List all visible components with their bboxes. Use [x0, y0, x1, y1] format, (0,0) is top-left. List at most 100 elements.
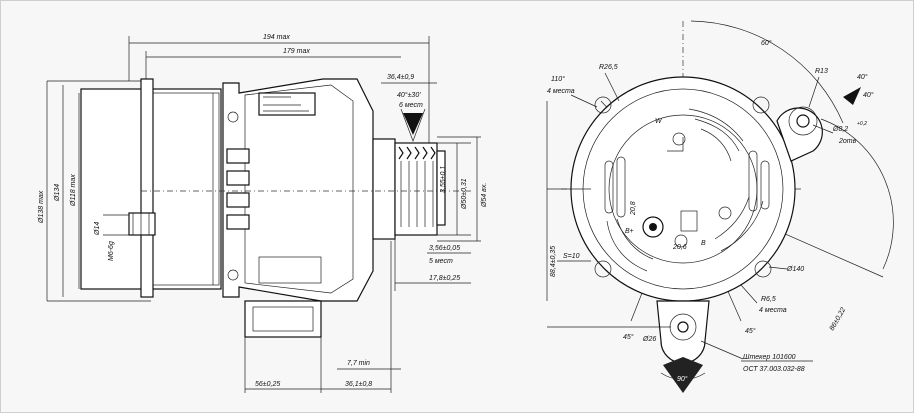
dim-14: Ø14 [94, 222, 101, 236]
fin-set [714, 196, 764, 252]
side-view: 194 max 179 max Ø138 max Ø134 Ø118 max [38, 34, 488, 393]
angle-90-marker [663, 357, 703, 393]
mount-foot-inner [252, 306, 314, 332]
slot [748, 150, 758, 212]
dim-pitch: 3,55±0,1 [440, 166, 447, 193]
dim-179: 179 max [283, 48, 310, 55]
dim-angle-40a: 40° [857, 73, 868, 81]
label-b: В [701, 240, 706, 247]
dim-7-7: 7,7 min [347, 360, 370, 367]
bolt [718, 206, 732, 220]
boss [258, 92, 316, 116]
mount-hole-bottom [677, 321, 689, 333]
plug-label: Штекер 101600 [743, 354, 796, 361]
lower-boss [258, 256, 322, 284]
dim-138: Ø138 max [38, 190, 45, 224]
leader [768, 266, 788, 270]
label-b-plus: В+ [625, 228, 634, 235]
dim-angle-60: 60° [761, 39, 772, 47]
dim-140: Ø140 [786, 266, 804, 273]
dim-134: Ø134 [54, 184, 61, 202]
dim-thread: M6-6g [108, 241, 115, 261]
pulley-nut [436, 150, 446, 226]
fin-set [606, 218, 654, 272]
screw-boss [754, 260, 772, 278]
groove-angle-lines [400, 108, 426, 142]
dim-20-8: 20,8 [630, 201, 637, 216]
boss-lines [263, 96, 309, 112]
vent-slot [226, 214, 250, 230]
dim-88: 88,4±0,35 [550, 246, 557, 277]
dim-118: Ø118 max [70, 174, 77, 207]
dim-50: Ø50±0,31 [461, 178, 468, 210]
dim-groove-pitch: 3,56±0,05 [429, 245, 460, 252]
front-cover-rim [140, 78, 154, 298]
fin-set [688, 108, 744, 162]
dim-groove-angle: 40°±30' [397, 91, 421, 99]
mount-foot [244, 300, 322, 338]
pulley-rib-lines [400, 161, 434, 227]
hub [372, 138, 396, 240]
angle-marker [843, 87, 861, 105]
terminal-thread [132, 213, 150, 235]
slot [616, 156, 626, 218]
dim-angle-90: 90° [677, 375, 688, 383]
terminal-b-plus-stud [649, 223, 657, 231]
leader [812, 124, 834, 134]
vent-slot [226, 170, 250, 186]
dim-angle-40b: 40° [863, 91, 874, 99]
dim-r6-5: R6,5 [761, 296, 776, 303]
dim-86: 86±0,22 [829, 307, 848, 332]
terminal-block [128, 212, 156, 236]
plug-std: ОСТ 37.003.032-88 [743, 366, 805, 373]
screw-head [227, 269, 239, 281]
screw-head [227, 111, 239, 123]
dim-angle-45b: 45° [745, 327, 756, 335]
vent-slot [226, 192, 250, 208]
rear-cover-inner [244, 84, 354, 294]
dim-places-4b: 4 места [759, 307, 787, 314]
arc-60 [690, 20, 844, 124]
dim-angle-45a: 45° [623, 333, 634, 341]
screw-boss [594, 260, 612, 278]
dim-54: Ø54 вх. [481, 183, 488, 208]
terminal-w [667, 137, 684, 152]
arc-86 [820, 118, 894, 270]
dim-r26-5: R26,5 [599, 64, 618, 71]
leader [808, 76, 820, 108]
mount-hole [796, 114, 810, 128]
dim-bore-count: 2отв [838, 138, 857, 145]
bolt [674, 234, 688, 248]
housing-outer [570, 76, 796, 302]
pulley-grooves [398, 146, 436, 160]
groove-angle-mark [403, 113, 423, 135]
dim-groove-places: 5 мест [429, 258, 453, 265]
mount-boss [788, 106, 818, 136]
dim-20-6: 20,6 [672, 244, 687, 251]
label-w: W [655, 118, 663, 125]
bolt [672, 132, 686, 146]
dim-s10: S=10 [563, 253, 580, 260]
slot [760, 160, 770, 210]
front-view: 60° [546, 20, 894, 393]
leader [570, 94, 598, 108]
leader [700, 340, 744, 360]
dim-36-1: 36,1±0,8 [345, 381, 372, 388]
leader [604, 72, 620, 102]
dim-bore: Ø8,2 [832, 126, 848, 133]
dim-56: 56±0,25 [255, 381, 280, 388]
dim-groove-count: 6 мест [399, 102, 423, 109]
dim-r13: R13 [815, 68, 828, 75]
dim-places-4: 4 места [547, 88, 575, 95]
slot [604, 160, 614, 214]
screw-boss [752, 96, 770, 114]
dim-bore-tol: +0,2 [857, 121, 867, 127]
vent-slot [226, 148, 250, 164]
cooling-fins [604, 108, 770, 272]
dim-hub: 17,8±0,25 [429, 275, 460, 282]
dim-194: 194 max [263, 34, 290, 41]
screw-boss [594, 96, 612, 114]
plug-socket [680, 210, 698, 232]
